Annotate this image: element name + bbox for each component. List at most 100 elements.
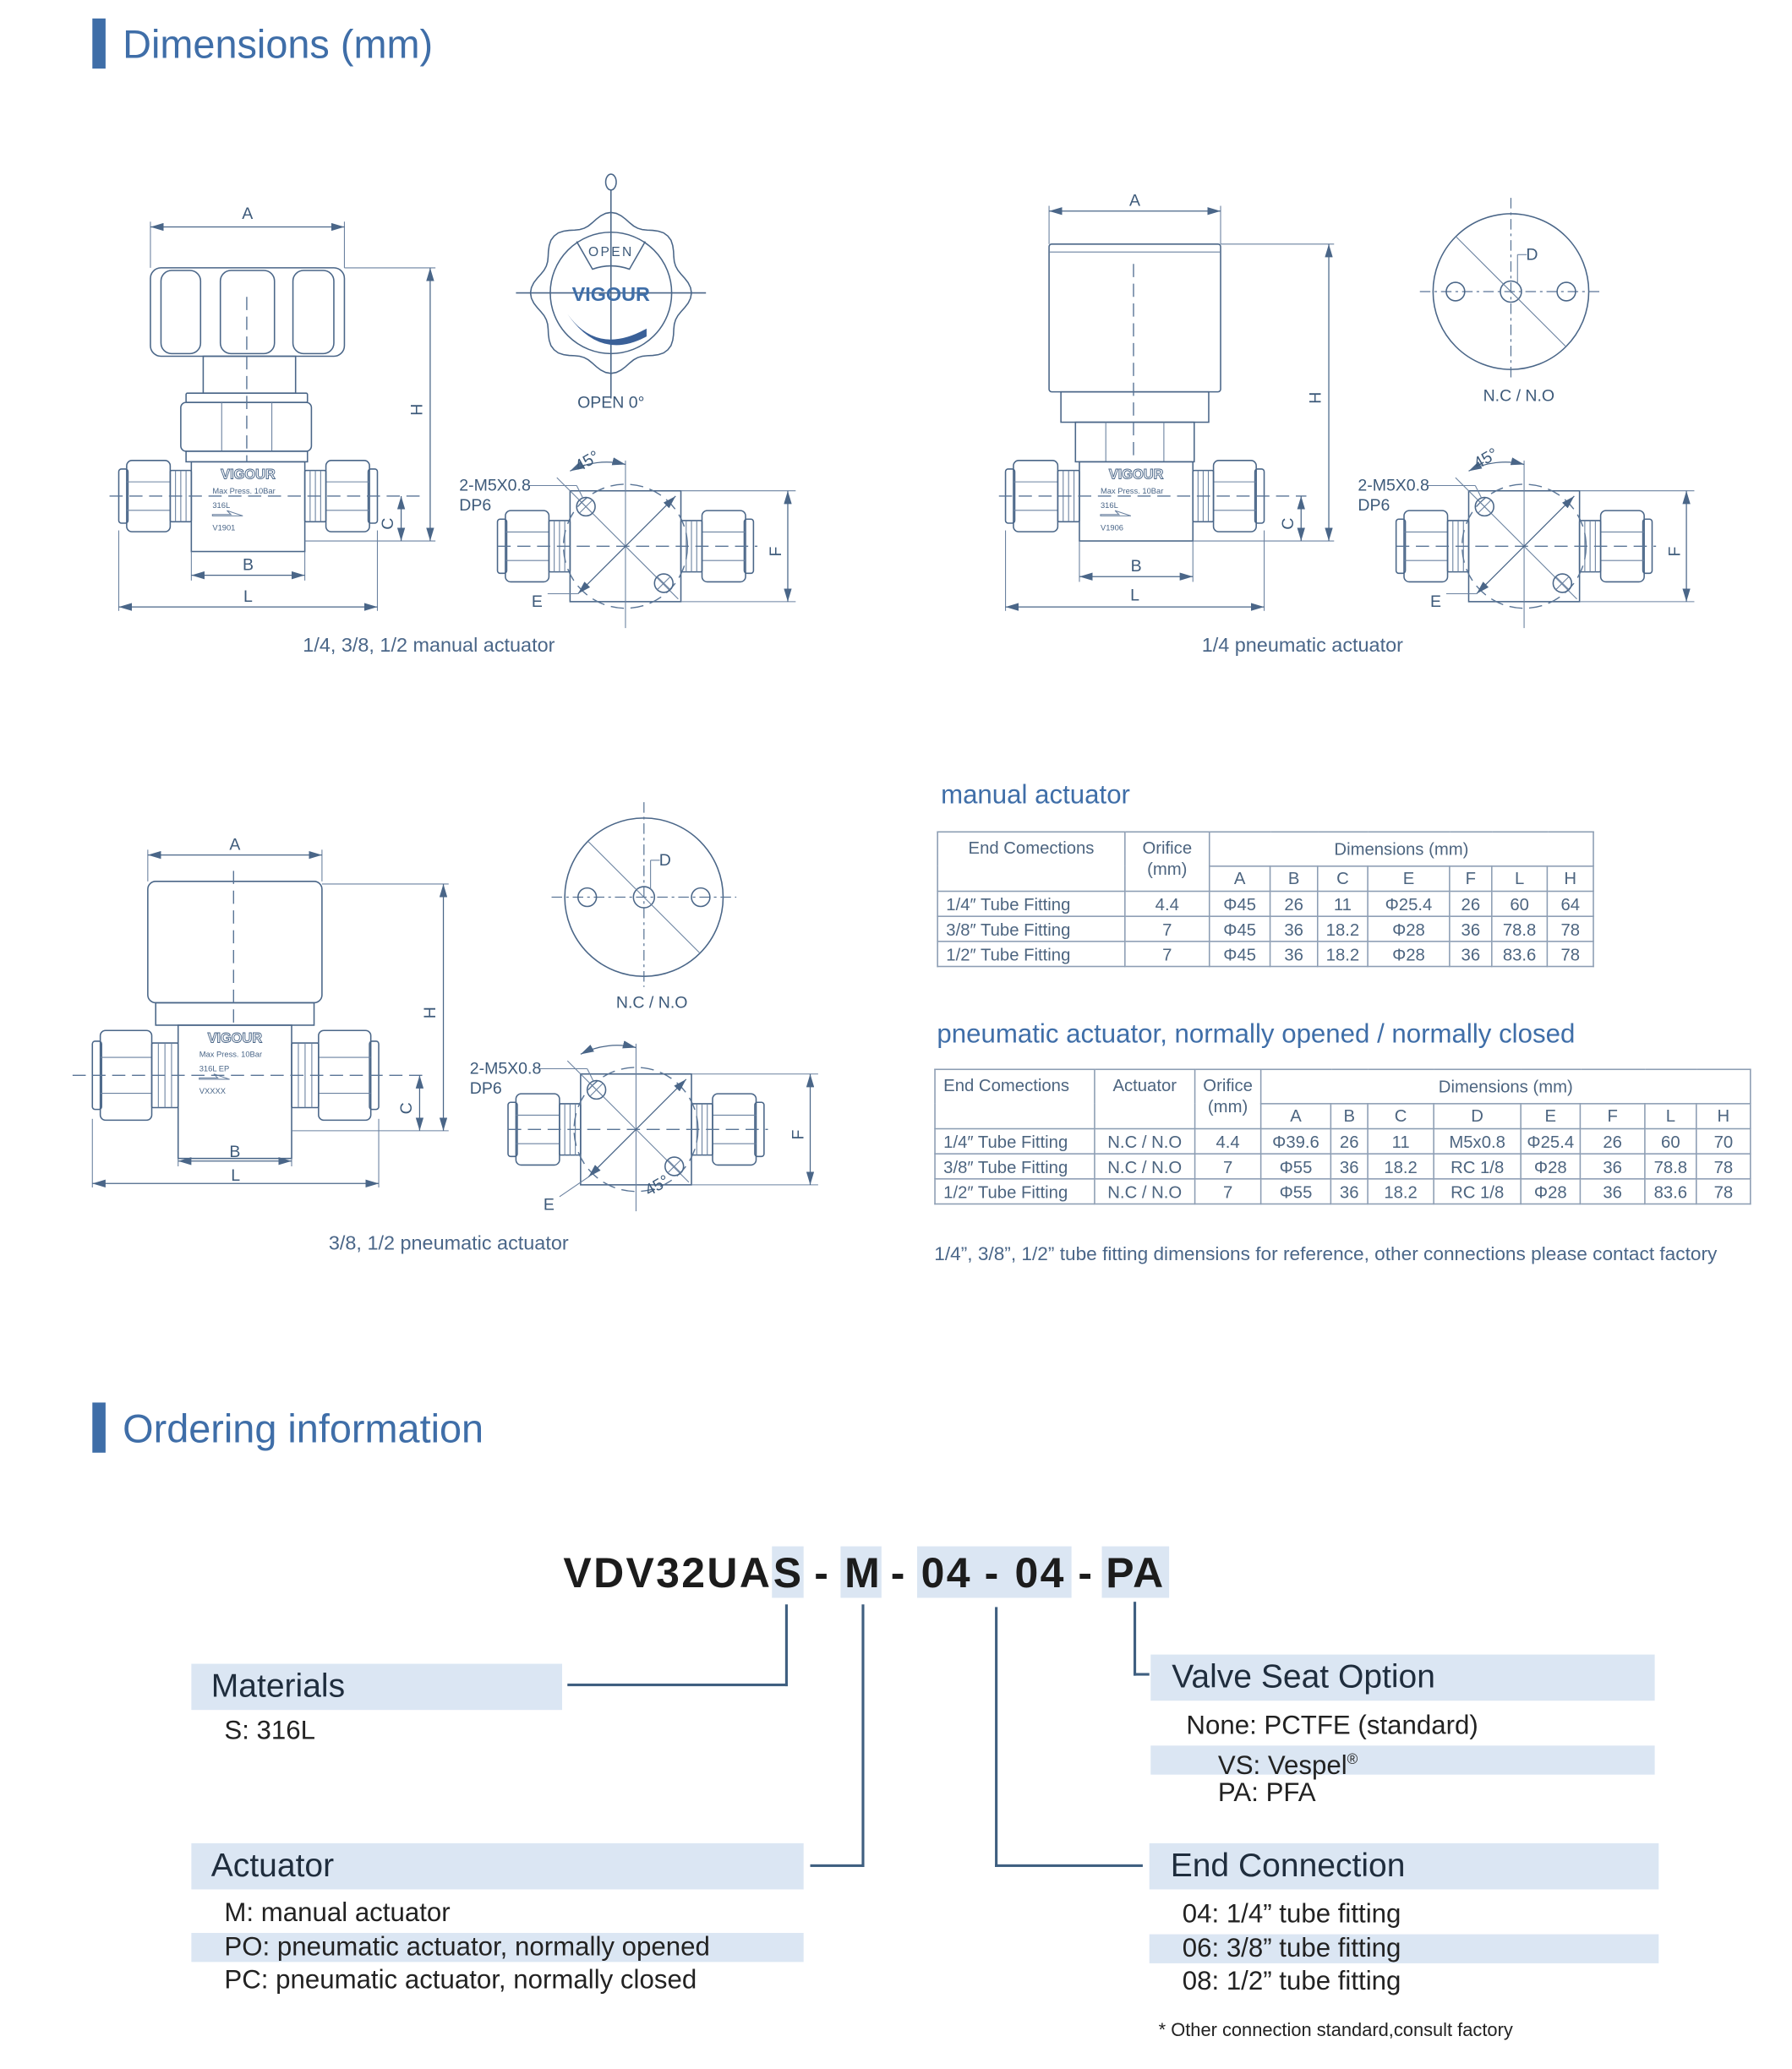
table-cell: Φ55 [1259,1153,1332,1180]
column-header-h: H [1696,1102,1751,1130]
table-cell: 60 [1644,1127,1697,1155]
dimension-label-l: L [231,1166,240,1185]
dimension-label-b: B [229,1143,240,1161]
table-cell: 36 [1449,915,1493,942]
flow-arrow-icon [1100,510,1132,516]
manual-dimension-table: End Comections Orifice(mm) Dimensions (m… [937,831,1594,968]
knob-open-label: OPEN [588,245,634,259]
diagonal-line [556,477,679,600]
table-cell: Φ28 [1520,1153,1582,1180]
table-cell: 7 [1124,915,1210,942]
pneumatic-14-drawing-caption: 1/4 pneumatic actuator [1201,634,1403,658]
table-cell: 18.2 [1316,915,1369,942]
header-actuator: Actuator [1094,1068,1196,1130]
body-material: 316L [212,501,230,510]
bonnet-nut [180,401,313,452]
table-cell: 26 [1579,1127,1646,1155]
direction-swoosh-icon [567,314,647,346]
column-header-a: A [1259,1102,1332,1130]
table-cell: 78 [1696,1153,1751,1180]
code-separator: - [1078,1548,1095,1597]
code-separator: - [814,1548,831,1597]
thread-spec-label: 2-M5X0.8 [1358,477,1429,495]
dimension-label-f: F [767,547,785,557]
table-cell: Φ25.4 [1520,1127,1582,1155]
dimension-line [577,495,676,594]
angle-arc [1468,457,1525,472]
mounting-hole [664,1156,685,1176]
row-highlight [1149,1934,1659,1963]
dimension-label-e: E [1430,592,1441,611]
actuator-option: PO: pneumatic actuator, normally opened [224,1933,710,1963]
connector-line [995,1607,997,1867]
body-pressure: Max Press. 10Bar [1101,487,1163,495]
diagonal-line [587,841,700,953]
table-cell: N.C / N.O [1094,1153,1196,1180]
column-header-l: L [1491,865,1549,893]
body-pressure: Max Press. 10Bar [212,487,275,495]
end-connection-option: 06: 3/8” tube fitting [1182,1934,1401,1963]
mounting-hole [1474,496,1494,517]
angle-arc [570,457,626,472]
table-cell: 64 [1546,890,1594,917]
table-cell: 3/8″ Tube Fitting [934,1153,1095,1180]
table-cell: Φ55 [1259,1178,1332,1205]
mounting-hole [1556,281,1576,302]
connector-line [810,1864,865,1867]
registered-mark: ® [1347,1752,1358,1768]
code-separator: - [984,1548,1001,1597]
hole-cross [667,1159,681,1174]
actuator-base [155,1002,315,1026]
table-cell: 78.8 [1644,1153,1697,1180]
mounting-hole [586,1079,607,1100]
valve-seat-option-label: VS: Vespel [1217,1751,1347,1781]
code-end-connection-2: 04 [1014,1548,1066,1597]
pneumatic-dimension-table: End Comections Actuator Orifice(mm) Dime… [934,1068,1751,1205]
column-header-a: A [1208,865,1271,893]
header-orifice-unit: (mm) [1147,859,1188,879]
materials-title: Materials [210,1668,346,1705]
table-cell: 36 [1579,1153,1646,1180]
leader-line [1474,485,1483,500]
knob-grip [292,270,335,355]
table-cell: Φ45 [1208,890,1271,917]
header-dimensions: Dimensions (mm) [1259,1068,1751,1104]
dimension-label-l: L [243,587,253,606]
connector-line [1133,1673,1150,1675]
table-cell: 18.2 [1367,1153,1434,1180]
column-header-d: D [1433,1102,1522,1130]
diagonal-line [1455,477,1577,600]
table-cell: 11 [1316,890,1369,917]
column-header-f: F [1579,1102,1646,1130]
dimension-label-f: F [1665,547,1684,557]
body-brand: VIGOUR [208,1030,263,1045]
pneumatic-3812-drawing-caption: 3/8, 1/2 pneumatic actuator [328,1232,569,1255]
code-end-connection-1: 04 [921,1548,972,1597]
mounting-hole [691,887,711,908]
pneumatic-table-title: pneumatic actuator, normally opened / no… [937,1019,1576,1050]
table-cell: 36 [1330,1178,1369,1205]
mounting-hole [1445,281,1466,302]
column-header-h: H [1546,865,1594,893]
table-cell: Φ28 [1367,915,1451,942]
handwheel-knob [150,267,346,358]
fitting-nut [318,1029,372,1122]
valve-seat-header [1150,1654,1655,1701]
code-material: S [773,1548,804,1597]
valve-seat-option: VS: Vespel® [1218,1745,1358,1781]
actuator-header [191,1842,804,1890]
actuator-base [1060,390,1210,423]
table-cell: N.C / N.O [1094,1178,1196,1205]
position-indicator-icon [604,173,617,191]
code-highlight-seat [1101,1546,1170,1598]
dimension-label-b: B [243,555,254,574]
table-cell: RC 1/8 [1433,1178,1522,1205]
code-highlight-actuator [840,1546,882,1598]
actuator-neck [1074,421,1195,463]
table-cell: 18.2 [1367,1178,1434,1205]
section-marker [92,1402,106,1453]
dimension-label-f: F [789,1130,808,1140]
flow-arrow-icon [211,510,243,516]
